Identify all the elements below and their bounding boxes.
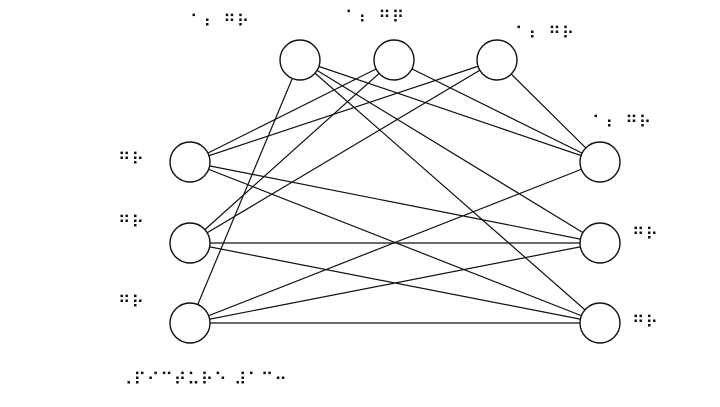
edge-t3-l1 — [189, 59, 498, 163]
node-label-r1: ⠁⠆ ⠛⠗ — [592, 113, 653, 133]
node-label-t3: ⠁⠆ ⠛⠗ — [515, 24, 576, 44]
node-r3 — [579, 302, 621, 344]
edge-t3-r1 — [496, 59, 601, 163]
caption: ⠠⠏⠊⠉⠞⠥⠗⠑ ⠼⠁⠉⠒ — [120, 370, 288, 390]
node-t2 — [373, 39, 415, 81]
edge-l1-r2 — [189, 161, 601, 244]
edge-t2-l2 — [189, 59, 395, 244]
node-l1 — [169, 141, 211, 183]
edge-t1-r2 — [299, 59, 601, 244]
edge-t2-r1 — [393, 59, 601, 163]
node-label-l3: ⠛⠗ — [118, 293, 145, 313]
edge-l3-r1 — [189, 161, 601, 324]
node-l2 — [169, 222, 211, 264]
node-label-l1: ⠛⠗ — [118, 150, 145, 170]
edge-t1-r1 — [299, 59, 601, 163]
edge-t3-l2 — [189, 59, 498, 244]
edge-l3-r2 — [189, 242, 601, 324]
node-label-l2: ⠛⠗ — [118, 213, 145, 233]
node-label-t1: ⠁⠆ ⠛⠗ — [190, 12, 251, 32]
node-l3 — [169, 302, 211, 344]
node-label-t2: ⠁⠆ ⠛⠟ — [345, 8, 406, 28]
node-label-r2: ⠛⠗ — [632, 225, 659, 245]
edge-t1-l3 — [189, 59, 301, 324]
edge-t2-l1 — [189, 59, 395, 163]
node-r2 — [579, 222, 621, 264]
node-label-r3: ⠛⠗ — [632, 313, 659, 333]
edge-t1-r3 — [299, 59, 601, 324]
node-t1 — [279, 39, 321, 81]
node-r1 — [579, 141, 621, 183]
node-t3 — [476, 39, 518, 81]
